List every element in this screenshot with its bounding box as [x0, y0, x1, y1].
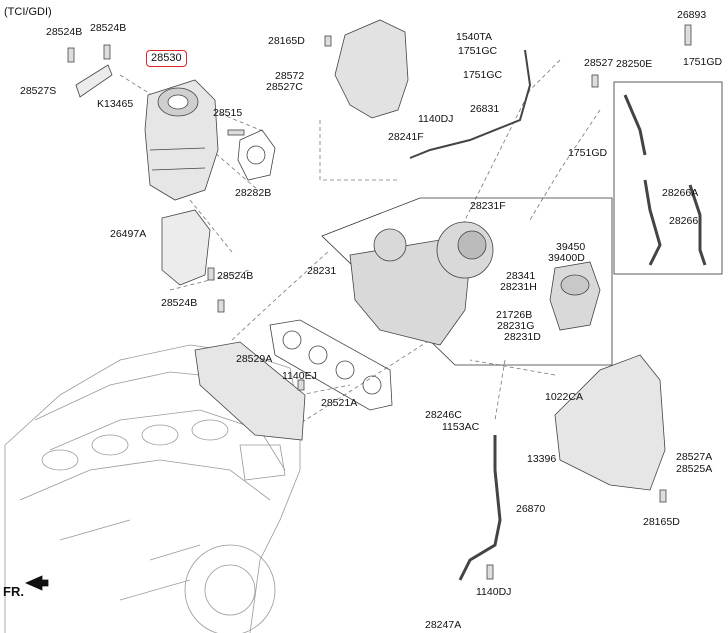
part-label[interactable]: 28529A [236, 353, 273, 365]
part-label[interactable]: 1540TA [456, 31, 492, 43]
turbocharger-drawing [349, 221, 494, 346]
part-label[interactable]: 28231 [307, 265, 337, 277]
heat-shield-26497A-drawing [161, 209, 211, 286]
part-label[interactable]: 1140DJ [476, 586, 512, 598]
part-label[interactable]: 28231D [504, 331, 541, 343]
part-label[interactable]: 1751GD [568, 147, 608, 159]
part-label[interactable]: 28247A [425, 619, 462, 631]
heat-shield-28527A-drawing [554, 354, 666, 491]
part-label[interactable]: 28524B [90, 22, 127, 34]
part-label[interactable]: 28231G [497, 320, 535, 332]
part-label[interactable]: 28527C [266, 81, 303, 93]
engine-block-drawing [4, 344, 301, 633]
part-label[interactable]: 28527A [676, 451, 713, 463]
part-label[interactable]: 1022CA [545, 391, 583, 403]
catalytic-converter-drawing [144, 79, 219, 201]
part-label[interactable]: 21726B [496, 309, 533, 321]
actuator-39400D-drawing [549, 261, 601, 331]
part-label[interactable]: 28250E [616, 58, 653, 70]
part-label[interactable]: 28266A [662, 187, 699, 199]
part-label[interactable]: 28266 [669, 215, 699, 227]
part-label[interactable]: 28241F [388, 131, 424, 143]
highlighted-part-28530[interactable]: 28530 [146, 50, 187, 67]
part-label[interactable]: 28282B [235, 187, 272, 199]
part-label[interactable]: 26893 [677, 9, 707, 21]
part-label[interactable]: 28524B [161, 297, 198, 309]
part-label[interactable]: 1751GC [458, 45, 498, 57]
front-arrow-icon [25, 575, 49, 591]
part-label[interactable]: 28524B [217, 270, 254, 282]
part-label[interactable]: 28341 [506, 270, 536, 282]
part-label[interactable]: 28525A [676, 463, 713, 475]
oil-return-hose-26870-drawing [458, 435, 502, 581]
part-label[interactable]: 28165D [268, 35, 305, 47]
heat-shield-28529A-drawing [194, 341, 306, 441]
variant-label: (TCI/GDI) [4, 6, 52, 18]
part-label[interactable]: 28527 [584, 57, 614, 69]
fastener-bolts [67, 24, 692, 580]
part-label[interactable]: 1751GD [683, 56, 723, 68]
part-label[interactable]: 28231H [500, 281, 537, 293]
bracket-28527S-drawing [75, 64, 113, 98]
part-label[interactable]: 28246C [425, 409, 462, 421]
part-label[interactable]: 28515 [213, 107, 243, 119]
part-label[interactable]: 28231F [470, 200, 506, 212]
part-label[interactable]: 13396 [527, 453, 557, 465]
part-label[interactable]: 28572 [275, 70, 305, 82]
part-label[interactable]: 26870 [516, 503, 546, 515]
part-label[interactable]: 28521A [321, 397, 358, 409]
part-label[interactable]: 39400D [548, 252, 585, 264]
part-label[interactable]: 28527S [20, 85, 57, 97]
part-label[interactable]: 1140EJ [282, 370, 317, 382]
part-label[interactable]: 1153AC [442, 421, 480, 433]
part-label[interactable]: 26497A [110, 228, 147, 240]
manifold-gasket-28521A-drawing [269, 319, 393, 411]
coolant-hose-box [613, 81, 723, 275]
gasket-28282B-drawing [237, 129, 276, 181]
part-label[interactable]: 39450 [556, 241, 586, 253]
oil-pipe-26831-drawing [409, 49, 532, 159]
part-label[interactable]: 28165D [643, 516, 680, 528]
part-label[interactable]: 1751GC [463, 69, 503, 81]
front-marker: FR. [3, 584, 24, 599]
part-label[interactable]: K13465 [97, 98, 134, 110]
part-label[interactable]: 28524B [46, 26, 83, 38]
coolant-hoses-28266-drawing [623, 94, 707, 266]
part-label[interactable]: 26831 [470, 103, 500, 115]
part-label[interactable]: 1140DJ [418, 113, 454, 125]
heat-shield-28572-drawing [334, 19, 409, 119]
